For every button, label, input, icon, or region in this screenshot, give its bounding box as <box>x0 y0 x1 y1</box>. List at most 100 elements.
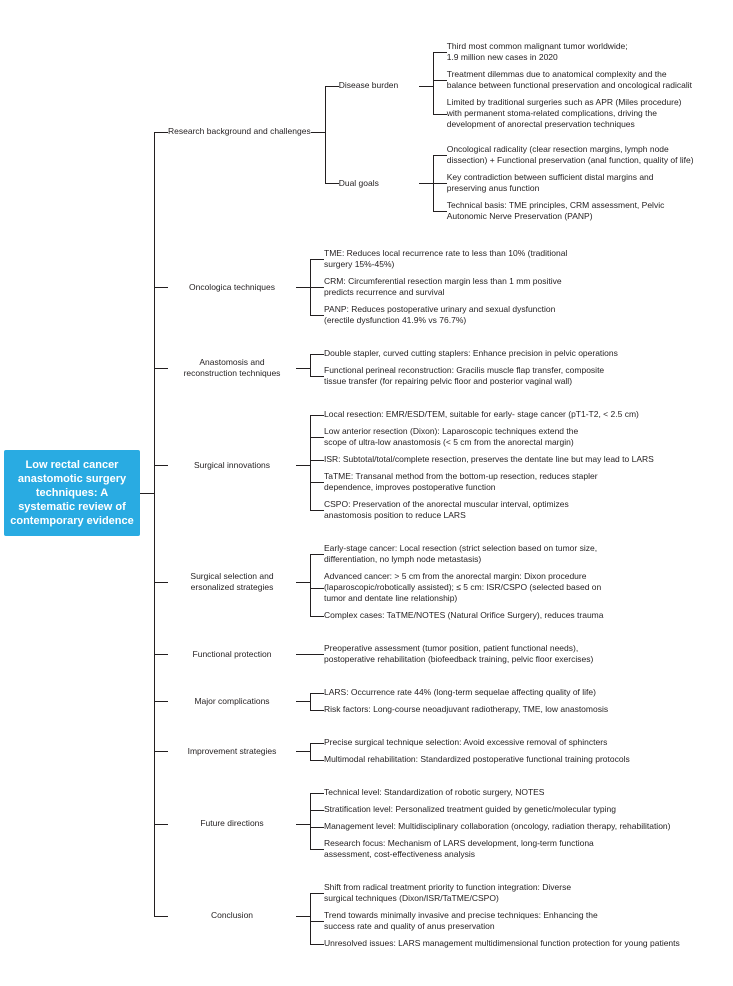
branch-label: Future directions <box>200 818 264 828</box>
branch-label: Anastomosis and reconstruction technique… <box>183 356 281 378</box>
branch-node: Oncologica techniques TME: Reduces local… <box>168 245 567 329</box>
leaf-row: LARS: Occurrence rate 44% (long-term seq… <box>310 684 608 701</box>
leaf-row: ISR: Subtotal/total/complete resection, … <box>310 451 654 468</box>
leaf-row: Technical basis: TME principles, CRM ass… <box>432 197 694 225</box>
leaf-text: Multimodal rehabilitation: Standardized … <box>324 754 630 764</box>
leaf-text: Double stapler, curved cutting staplers:… <box>324 348 618 358</box>
branch-node: Surgical innovations Local resection: EM… <box>168 406 654 524</box>
leaf-text: Technical basis: TME principles, CRM ass… <box>446 200 665 221</box>
branch-label: Major complications <box>194 695 270 706</box>
leaf-text: Precise surgical technique selection: Av… <box>324 737 608 747</box>
branch-node: Research background and challenges Disea… <box>168 34 694 229</box>
leaf-text: CSPO: Preservation of the anorectal musc… <box>324 499 569 520</box>
leaf-text: TME: Reduces local recurrence rate to le… <box>324 248 568 269</box>
leaf-row: Oncological radicality (clear resection … <box>432 141 694 169</box>
leaf-text: Limited by traditional surgeries such as… <box>446 97 682 129</box>
leaf-text: Preoperative assessment (tumor position,… <box>324 643 594 664</box>
root-node: Low rectal cancer anastomotic surgery te… <box>4 450 140 536</box>
leaf-row: Complex cases: TaTME/NOTES (Natural Orif… <box>310 607 603 624</box>
branch-node: Surgical selection and ersonalized strat… <box>168 540 603 624</box>
leaf-text: Management level: Multidisciplinary coll… <box>324 821 671 831</box>
branch-node: Functional protection Preoperative asses… <box>168 640 594 668</box>
leaf-text: PANP: Reduces postoperative urinary and … <box>324 304 556 325</box>
leaf-list: Third most common malignant tumor worldw… <box>418 38 692 133</box>
branch-label: Functional protection <box>192 648 272 659</box>
branch-improvement-strategies: Improvement strategies Precise surgical … <box>154 726 694 776</box>
leaf-text: Oncological radicality (clear resection … <box>446 144 694 165</box>
branch-label: Oncologica techniques <box>188 281 275 292</box>
leaf-row: Double stapler, curved cutting staplers:… <box>310 345 618 362</box>
leaf-text: Third most common malignant tumor worldw… <box>446 41 628 62</box>
leaf-list: Double stapler, curved cutting staplers:… <box>296 345 618 390</box>
leaf-row: Early-stage cancer: Local resection (str… <box>310 540 603 568</box>
leaf-text: Trend towards minimally invasive and pre… <box>324 910 598 931</box>
leaf-text: Low anterior resection (Dixon): Laparosc… <box>324 426 579 447</box>
leaf-row: CRM: Circumferential resection margin le… <box>310 273 567 301</box>
leaf-row: Low anterior resection (Dixon): Laparosc… <box>310 423 654 451</box>
leaf-text: TaTME: Transanal method from the bottom-… <box>324 471 598 492</box>
branch-node: Anastomosis and reconstruction technique… <box>168 345 618 390</box>
leaf-row: Advanced cancer: > 5 cm from the anorect… <box>310 568 603 607</box>
branch-label: Surgical selection and ersonalized strat… <box>190 571 274 592</box>
leaf-text: Key contradiction between sufficient dis… <box>446 172 654 193</box>
branch-node: Conclusion Shift from radical treatment … <box>168 879 680 952</box>
branch-functional-protection: Functional protection Preoperative asses… <box>154 632 694 676</box>
leaf-text: Functional perineal reconstruction: Grac… <box>324 365 605 386</box>
leaf-row: Research focus: Mechanism of LARS develo… <box>310 835 670 863</box>
branch-surgical-selection: Surgical selection and ersonalized strat… <box>154 532 694 632</box>
leaf-text: Local resection: EMR/ESD/TEM, suitable f… <box>324 409 639 419</box>
leaf-text: CRM: Circumferential resection margin le… <box>324 276 562 297</box>
leaf-list: Oncological radicality (clear resection … <box>418 141 694 225</box>
branch-label: Improvement strategies <box>187 745 277 756</box>
sub-branch-dual-goals: Dual goals Oncological radicality (clear… <box>324 137 694 229</box>
branch-label: Conclusion <box>210 910 254 920</box>
leaf-row: Third most common malignant tumor worldw… <box>432 38 692 66</box>
branch-node: Major complications LARS: Occurrence rat… <box>168 684 608 718</box>
leaf-text: Stratification level: Personalized treat… <box>324 804 616 814</box>
branch-label: Research background and challenges <box>168 126 311 136</box>
leaf-text: Complex cases: TaTME/NOTES (Natural Orif… <box>324 610 604 620</box>
leaf-row: Shift from radical treatment priority to… <box>310 879 680 907</box>
leaf-row: Multimodal rehabilitation: Standardized … <box>310 751 630 768</box>
leaf-list: Local resection: EMR/ESD/TEM, suitable f… <box>296 406 654 524</box>
branch-future-directions: Future directions Technical level: Stand… <box>154 776 694 871</box>
leaf-text: Early-stage cancer: Local resection (str… <box>324 543 598 564</box>
leaf-list: LARS: Occurrence rate 44% (long-term seq… <box>295 684 608 718</box>
sub-branch-label: Dual goals <box>338 177 379 188</box>
branch-conclusion: Conclusion Shift from radical treatment … <box>154 871 694 960</box>
leaf-row: Trend towards minimally invasive and pre… <box>310 907 680 935</box>
sub-branch-node: Disease burden Third most common maligna… <box>339 38 692 133</box>
leaf-text: Unresolved issues: LARS management multi… <box>324 938 680 948</box>
branch-research-background: Research background and challenges Disea… <box>154 26 694 237</box>
branch-node: Future directions Technical level: Stand… <box>168 784 670 863</box>
leaf-list: Precise surgical technique selection: Av… <box>296 734 630 768</box>
leaf-text: Advanced cancer: > 5 cm from the anorect… <box>324 571 602 603</box>
sub-branch-list: Disease burden Third most common maligna… <box>310 34 694 229</box>
leaf-row: Management level: Multidisciplinary coll… <box>310 818 670 835</box>
mindmap-tree: Low rectal cancer anastomotic surgery te… <box>4 26 694 960</box>
sub-branch-disease-burden: Disease burden Third most common maligna… <box>324 34 694 137</box>
leaf-list: Technical level: Standardization of robo… <box>295 784 670 863</box>
leaf-row: Limited by traditional surgeries such as… <box>432 94 692 133</box>
leaf-row: Stratification level: Personalized treat… <box>310 801 670 818</box>
leaf-row: CSPO: Preservation of the anorectal musc… <box>310 496 654 524</box>
leaf-text: Risk factors: Long-course neoadjuvant ra… <box>324 704 609 714</box>
branch-oncological-techniques: Oncologica techniques TME: Reduces local… <box>154 237 694 337</box>
leaf-row: Key contradiction between sufficient dis… <box>432 169 694 197</box>
branch-anastomosis-reconstruction: Anastomosis and reconstruction technique… <box>154 337 694 398</box>
leaf-row: Functional perineal reconstruction: Grac… <box>310 362 618 390</box>
leaf-text: ISR: Subtotal/total/complete resection, … <box>324 454 654 464</box>
leaf-list: TME: Reduces local recurrence rate to le… <box>295 245 568 329</box>
leaf-list: Shift from radical treatment priority to… <box>296 879 680 952</box>
leaf-row: Technical level: Standardization of robo… <box>310 784 670 801</box>
sub-branch-node: Dual goals Oncological radicality (clear… <box>339 141 694 225</box>
leaf-text: LARS: Occurrence rate 44% (long-term seq… <box>324 687 596 697</box>
branch-surgical-innovations: Surgical innovations Local resection: EM… <box>154 398 694 532</box>
leaf-row: Treatment dilemmas due to anatomical com… <box>432 66 692 94</box>
leaf-row: Precise surgical technique selection: Av… <box>310 734 630 751</box>
leaf-row: PANP: Reduces postoperative urinary and … <box>310 301 567 329</box>
branch-list: Research background and challenges Disea… <box>140 26 694 960</box>
branch-label: Surgical innovations <box>193 459 271 470</box>
leaf-text: Shift from radical treatment priority to… <box>324 882 572 903</box>
leaf-row: Risk factors: Long-course neoadjuvant ra… <box>310 701 608 718</box>
